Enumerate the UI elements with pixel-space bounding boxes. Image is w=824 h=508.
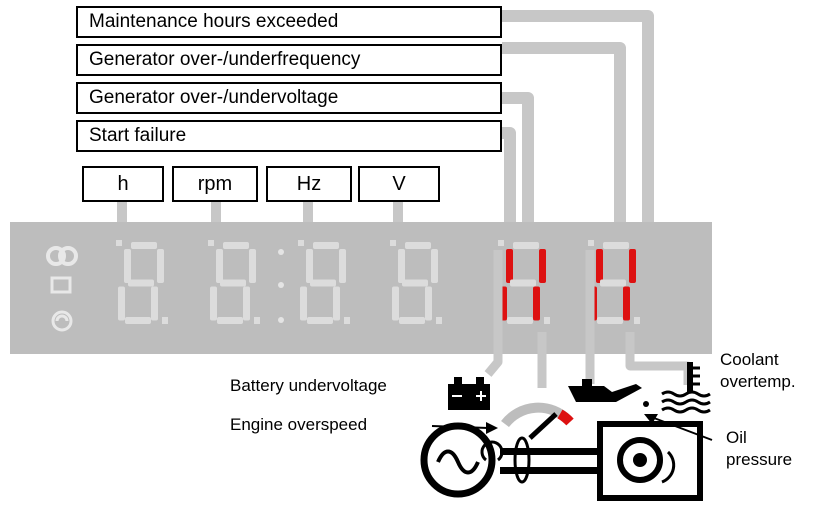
- label-oil-line2: pressure: [726, 450, 793, 469]
- decimal-point: [634, 317, 640, 324]
- segment-e: [392, 286, 399, 321]
- manual-mode-icon: [50, 276, 72, 294]
- digit-indicator-led: [208, 240, 214, 246]
- leader-battery: [484, 250, 503, 377]
- decimal-point: [254, 317, 260, 324]
- digit-indicator-led: [390, 240, 396, 246]
- digit-2: [208, 240, 260, 324]
- unit-hz: Hz: [266, 166, 352, 202]
- segment-c: [243, 286, 250, 321]
- segment-g: [128, 279, 154, 287]
- digit-indicator-led: [498, 240, 504, 246]
- unit-rpm: rpm: [172, 166, 258, 202]
- segment-f: [124, 249, 131, 283]
- segment-c: [151, 286, 158, 321]
- segment-d: [217, 317, 243, 324]
- coolant-thermometer-icon: [661, 362, 711, 414]
- segment-f: [596, 249, 603, 283]
- segment-b: [629, 249, 636, 283]
- segment-b: [539, 249, 546, 283]
- oil-can-icon: [568, 379, 649, 407]
- unit-v: V: [358, 166, 440, 202]
- seven-segment-digits: [116, 240, 640, 324]
- digit-4: [390, 240, 442, 324]
- unit-h: h: [82, 166, 164, 202]
- digit-colon: [278, 249, 284, 323]
- label-engine-overspeed: Engine overspeed: [230, 415, 368, 434]
- segment-a: [131, 242, 157, 249]
- segment-b: [157, 249, 164, 283]
- segment-b: [431, 249, 438, 283]
- battery-icon: [448, 377, 490, 410]
- segment-d: [399, 317, 425, 324]
- segment-g: [510, 279, 536, 287]
- digit-1: [116, 240, 168, 324]
- label-coolant-line1: Coolant: [720, 350, 779, 369]
- segment-b: [249, 249, 256, 283]
- segment-e: [118, 286, 125, 321]
- digit-indicator-led: [116, 240, 122, 246]
- segment-f: [216, 249, 223, 283]
- digit-5: [498, 240, 550, 324]
- segment-f: [506, 249, 513, 283]
- segment-a: [603, 242, 629, 249]
- overspeed-gauge-icon: [501, 402, 574, 440]
- warning-maintenance-hours: Maintenance hours exceeded: [76, 6, 502, 38]
- gen-mode-icon: [46, 246, 78, 266]
- segment-a: [513, 242, 539, 249]
- warning-generator-frequency: Generator over-/underfrequency: [76, 44, 502, 76]
- label-battery-undervoltage: Battery undervoltage: [230, 376, 387, 395]
- label-coolant-line2: overtemp.: [720, 372, 796, 391]
- drive-shaft-icon: [500, 436, 600, 484]
- digit-3: [298, 240, 350, 324]
- segment-g: [600, 279, 626, 287]
- leader-start-failure: [502, 127, 516, 266]
- decimal-point: [436, 317, 442, 324]
- segment-g: [310, 279, 336, 287]
- generator-icon: [420, 422, 504, 498]
- warning-generator-voltage: Generator over-/undervoltage: [76, 82, 502, 114]
- engine-icon: [597, 421, 703, 501]
- auto-mode-icon: [51, 310, 73, 332]
- segment-d: [307, 317, 333, 324]
- segment-a: [405, 242, 431, 249]
- segment-c: [333, 286, 340, 321]
- segment-g: [402, 279, 428, 287]
- segment-f: [306, 249, 313, 283]
- label-oil-line1: Oil: [726, 428, 747, 447]
- warning-start-failure: Start failure: [76, 120, 502, 152]
- decimal-point: [544, 317, 550, 324]
- display-panel-right: [272, 222, 712, 354]
- segment-e: [210, 286, 217, 321]
- segment-a: [223, 242, 249, 249]
- segment-c: [623, 286, 630, 321]
- segment-d: [125, 317, 151, 324]
- decimal-point: [344, 317, 350, 324]
- decimal-point: [162, 317, 168, 324]
- segment-d: [597, 317, 623, 324]
- segment-c: [533, 286, 540, 321]
- segment-f: [398, 249, 405, 283]
- segment-b: [339, 249, 346, 283]
- segment-c: [425, 286, 432, 321]
- display-panel-left: [10, 222, 272, 354]
- segment-g: [220, 279, 246, 287]
- segment-d: [507, 317, 533, 324]
- segment-e: [300, 286, 307, 321]
- segment-a: [313, 242, 339, 249]
- digit-indicator-led: [588, 240, 594, 246]
- leader-frequency: [502, 42, 626, 266]
- digit-indicator-led: [298, 240, 304, 246]
